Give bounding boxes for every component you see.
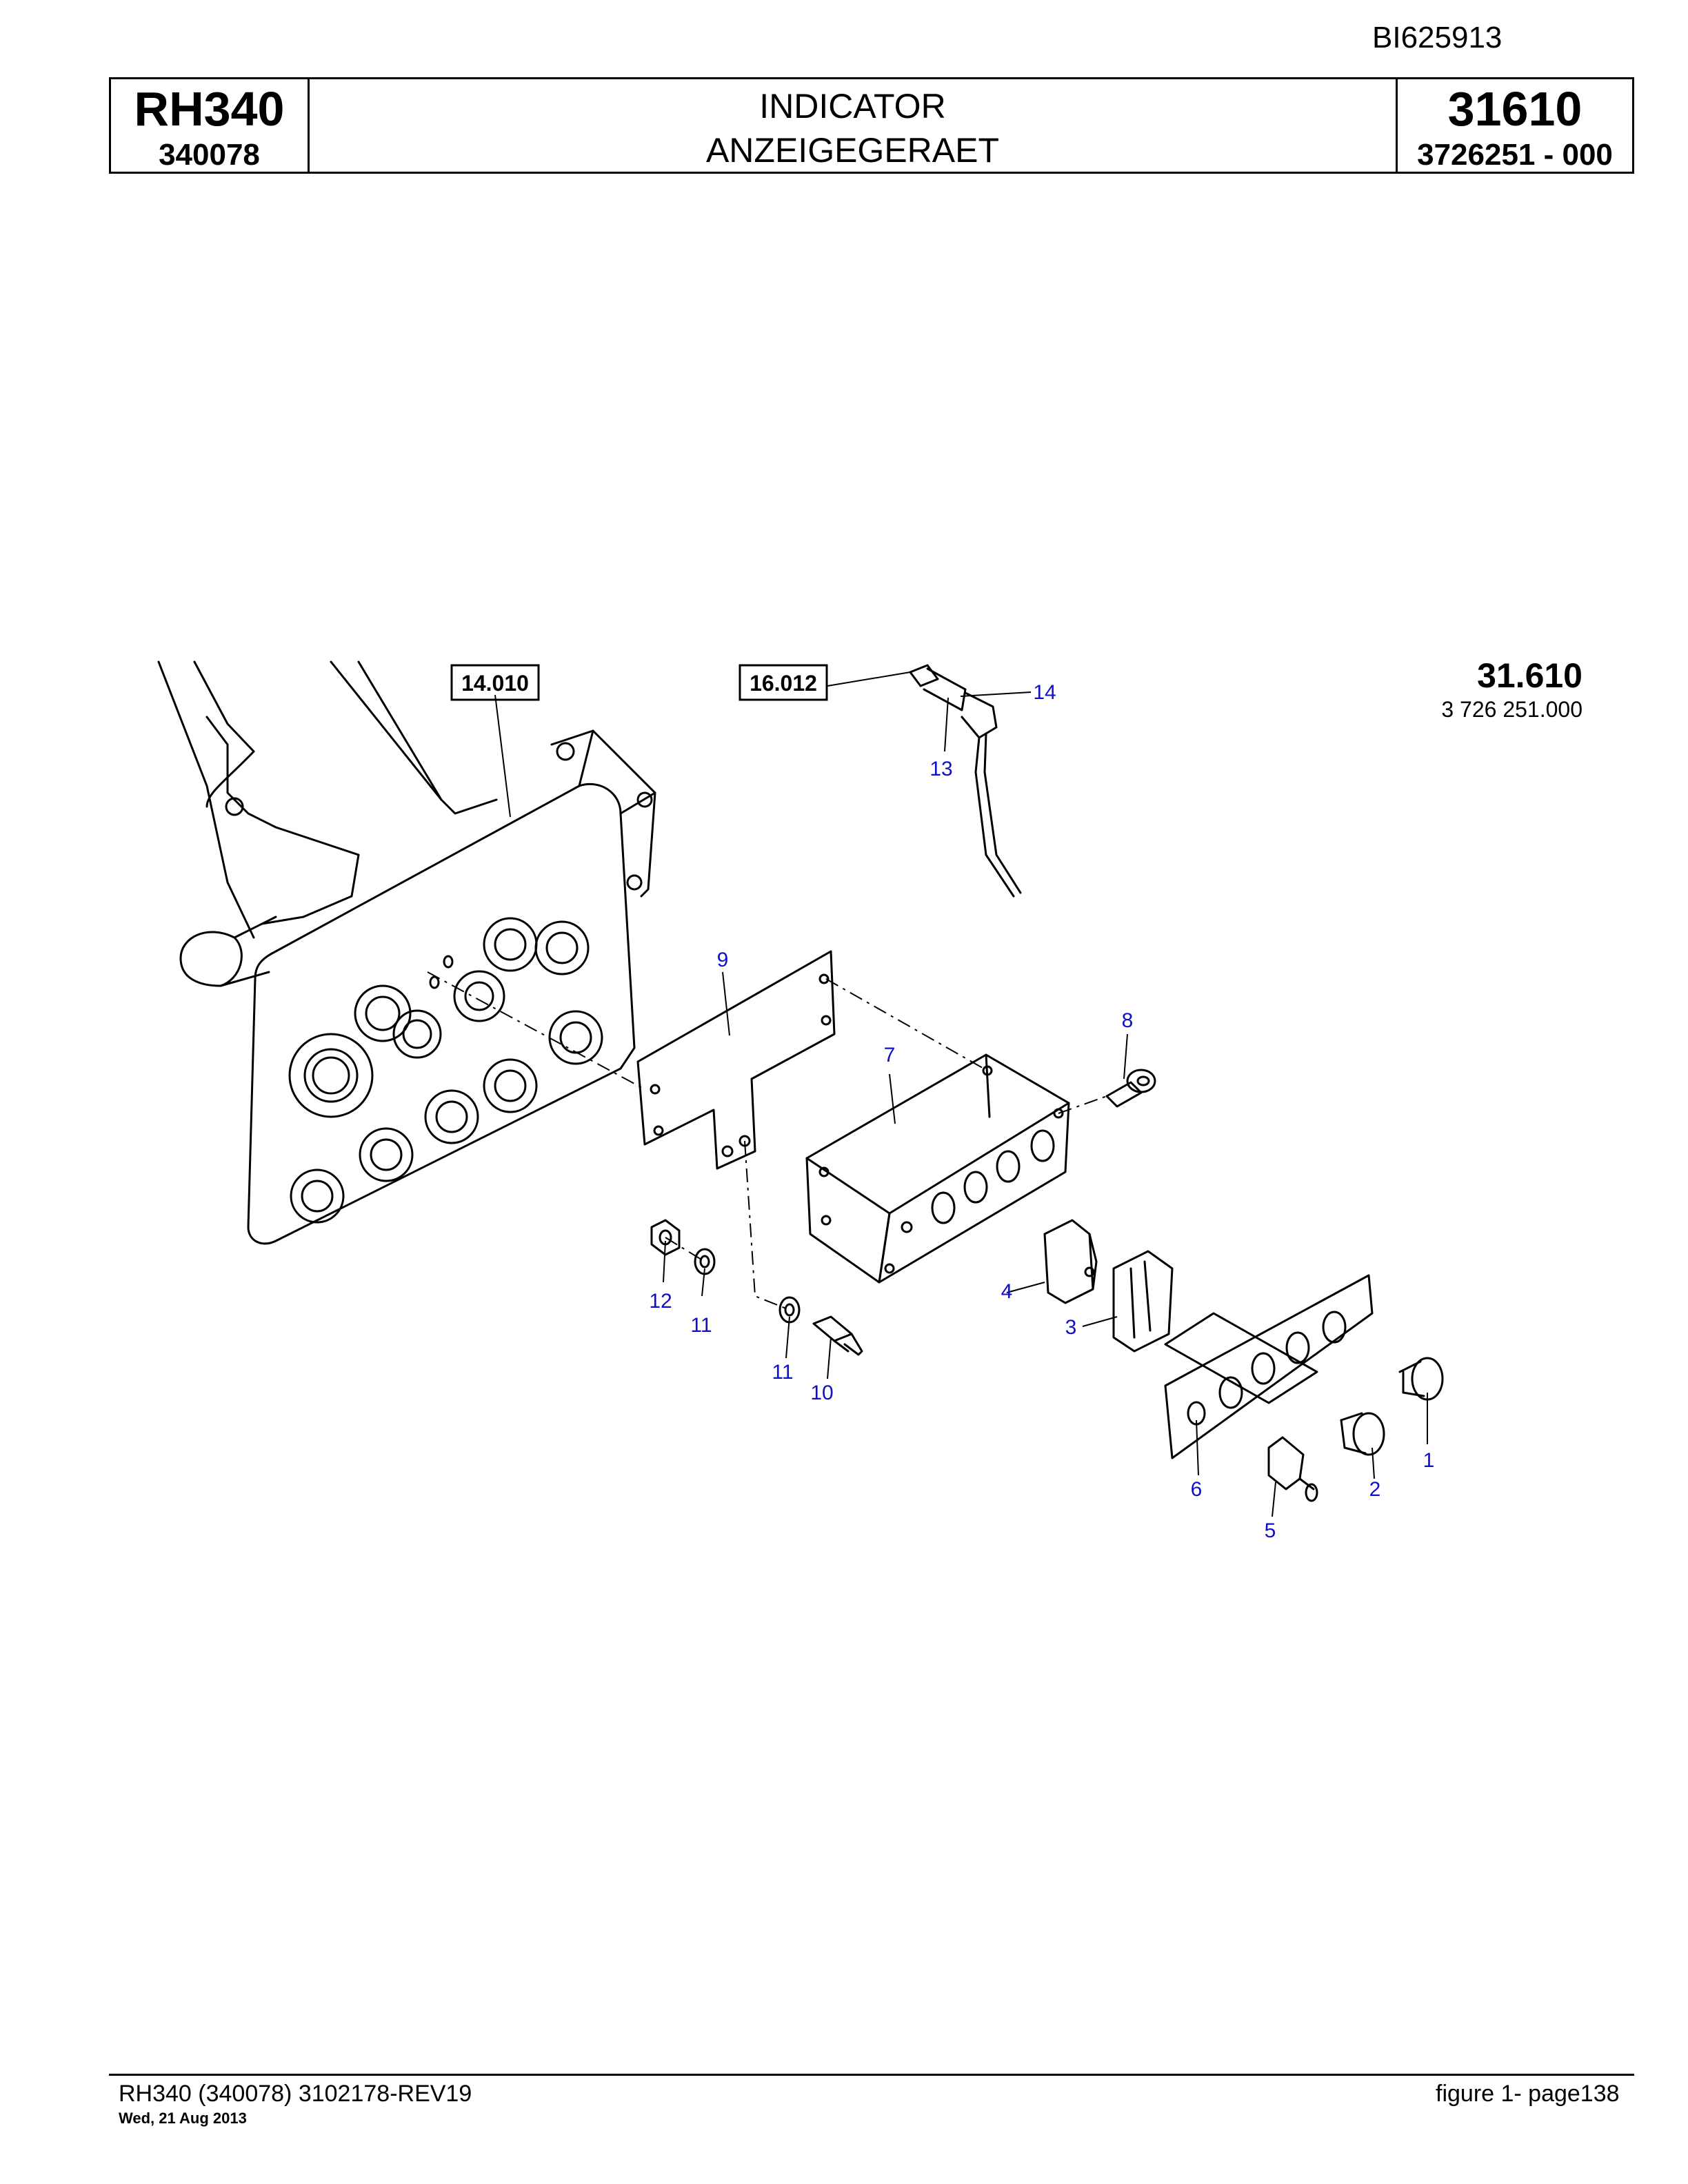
footer-page: figure 1- page138 bbox=[1436, 2081, 1620, 2107]
footer-date: Wed, 21 Aug 2013 bbox=[119, 2110, 247, 2127]
callout-11a: 11 bbox=[690, 1314, 712, 1337]
callout-11b: 11 bbox=[772, 1361, 793, 1384]
section-cell: 31610 3726251 - 000 bbox=[1398, 79, 1632, 172]
section-number: 31610 bbox=[1447, 82, 1582, 136]
serial-number: 340078 bbox=[159, 138, 260, 172]
model-name: RH340 bbox=[134, 82, 285, 136]
leader-lines bbox=[494, 671, 1428, 1517]
part-10-bolt bbox=[812, 1315, 863, 1356]
assembly-lines bbox=[427, 971, 1107, 1311]
callout-2: 2 bbox=[1369, 1478, 1381, 1501]
part-1-pushbutton bbox=[1398, 1357, 1444, 1401]
part-7-switch-box bbox=[805, 1053, 1070, 1284]
part-4-contact-block bbox=[1043, 1219, 1098, 1304]
part-5-toggle-switch bbox=[1267, 1436, 1318, 1502]
reference-box-16012-label: 16.012 bbox=[750, 671, 817, 696]
callout-3: 3 bbox=[1065, 1316, 1077, 1339]
footer-divider bbox=[109, 2074, 1634, 2076]
callout-12: 12 bbox=[649, 1290, 672, 1313]
reference-box-14010-label: 14.010 bbox=[461, 671, 529, 696]
callout-1: 1 bbox=[1423, 1449, 1435, 1472]
callout-5: 5 bbox=[1265, 1519, 1276, 1542]
callout-10: 10 bbox=[810, 1382, 833, 1404]
model-cell: RH340 340078 bbox=[111, 79, 310, 172]
callout-13: 13 bbox=[930, 758, 952, 780]
callout-6: 6 bbox=[1191, 1478, 1203, 1501]
reference-box-16012: 16.012 bbox=[738, 664, 828, 701]
part-6-front-panel bbox=[1164, 1274, 1374, 1459]
valve-block-housing bbox=[157, 660, 656, 1245]
title-english: INDICATOR bbox=[759, 87, 946, 125]
group-part-number: 3 726 251.000 bbox=[1441, 697, 1582, 722]
title-cell: INDICATOR ANZEIGEGERAET bbox=[310, 79, 1398, 172]
part-number: 3726251 - 000 bbox=[1417, 138, 1613, 172]
callout-4: 4 bbox=[1001, 1280, 1013, 1303]
callout-9: 9 bbox=[717, 949, 729, 971]
part-9-mounting-plate bbox=[636, 950, 836, 1170]
footer-document-ref: RH340 (340078) 3102178-REV19 bbox=[119, 2081, 472, 2107]
title-block: RH340 340078 INDICATOR ANZEIGEGERAET 316… bbox=[109, 77, 1634, 174]
title-german: ANZEIGEGERAET bbox=[705, 131, 1000, 170]
part-13-14-sensor bbox=[909, 664, 1022, 898]
part-8-screw bbox=[1105, 1069, 1156, 1108]
document-id: BI625913 bbox=[1372, 21, 1503, 54]
part-2-pushbutton bbox=[1340, 1412, 1385, 1456]
group-number: 31.610 bbox=[1477, 656, 1582, 695]
part-3-contact-holder bbox=[1112, 1250, 1174, 1353]
callout-8: 8 bbox=[1122, 1009, 1134, 1032]
reference-box-14010: 14.010 bbox=[450, 664, 540, 701]
callout-14: 14 bbox=[1033, 681, 1056, 704]
callout-7: 7 bbox=[884, 1044, 896, 1066]
